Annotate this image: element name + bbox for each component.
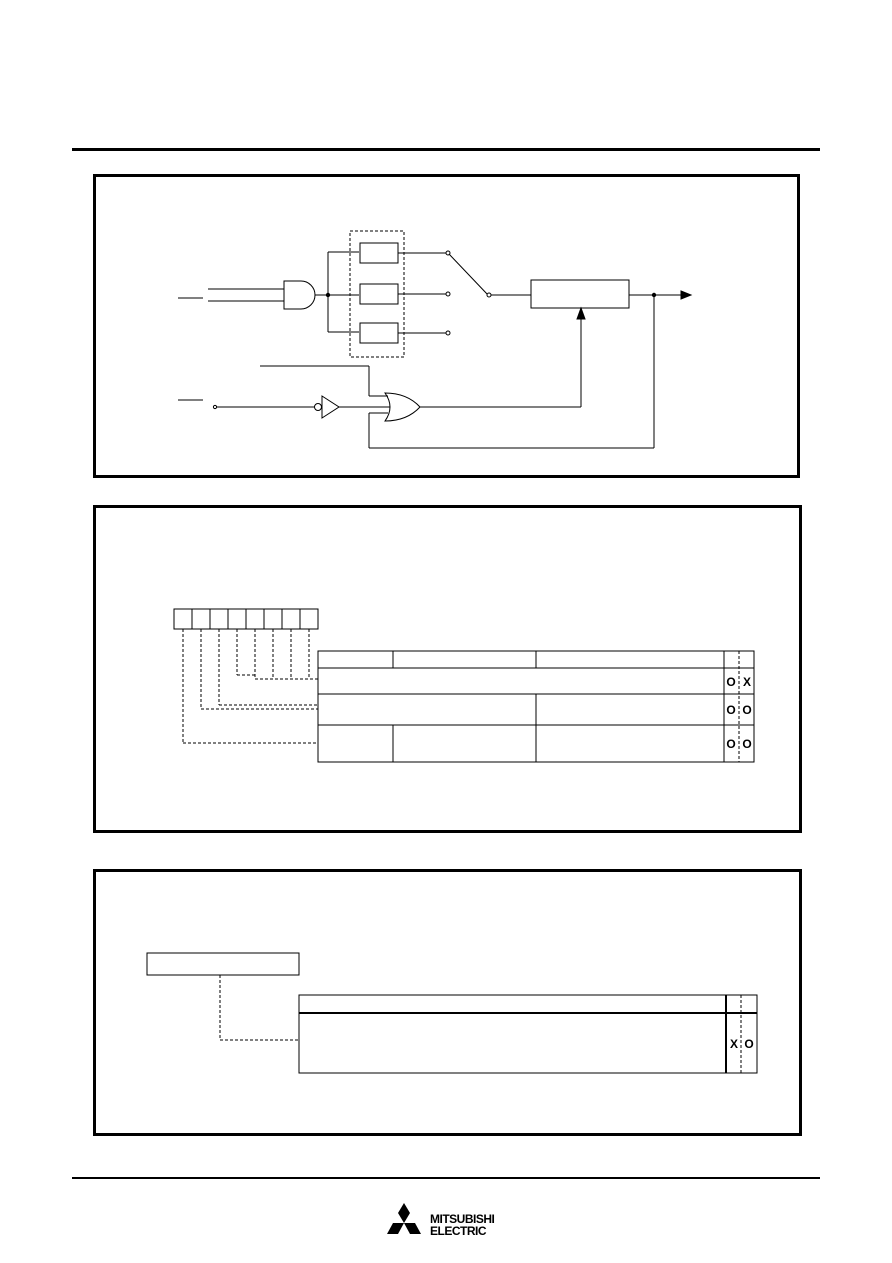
mark-r3-a: O (726, 737, 735, 751)
bit-table-2 (298, 994, 758, 1074)
divider-box-1 (359, 242, 399, 264)
block-diagram (178, 230, 693, 449)
brand-line-1: MITSUBISHI (430, 1212, 495, 1226)
divider-box-3 (359, 322, 399, 344)
mark-r1-a: O (726, 675, 735, 689)
or-gate (384, 392, 421, 422)
mark-r3-b: O (742, 737, 751, 751)
mark-r1-b: X (743, 675, 751, 689)
mark-r2-b: O (742, 703, 751, 717)
counter-block (530, 279, 630, 309)
mark-single-b: O (744, 1037, 753, 1051)
mark-single-a: X (730, 1037, 738, 1051)
inverter (321, 395, 340, 419)
mitsubishi-electric-logo: MITSUBISHI ELECTRIC (382, 1203, 514, 1245)
register-panel-2: X O (93, 869, 802, 1136)
register-diagram-2: X O (146, 952, 758, 1074)
header-rule (72, 148, 820, 151)
register-panel-1: O X O O O O (93, 505, 802, 833)
brand-wordmark: MITSUBISHI ELECTRIC (430, 1212, 495, 1238)
divider-group (349, 230, 405, 358)
brand-line-2: ELECTRIC (430, 1224, 487, 1238)
selector-switch (448, 253, 489, 296)
divider-box-2 (359, 283, 399, 305)
block-diagram-panel (93, 174, 800, 478)
mark-r2-a: O (726, 703, 735, 717)
inverter-bubble (314, 403, 322, 411)
enable-arrow (576, 306, 586, 320)
three-diamonds-icon (387, 1203, 421, 1234)
and-gate (283, 280, 316, 310)
register-diagram-1: O X O O O O (173, 608, 755, 763)
register-box-2 (146, 952, 300, 976)
output-arrow (680, 290, 693, 300)
footer-rule (72, 1177, 820, 1179)
